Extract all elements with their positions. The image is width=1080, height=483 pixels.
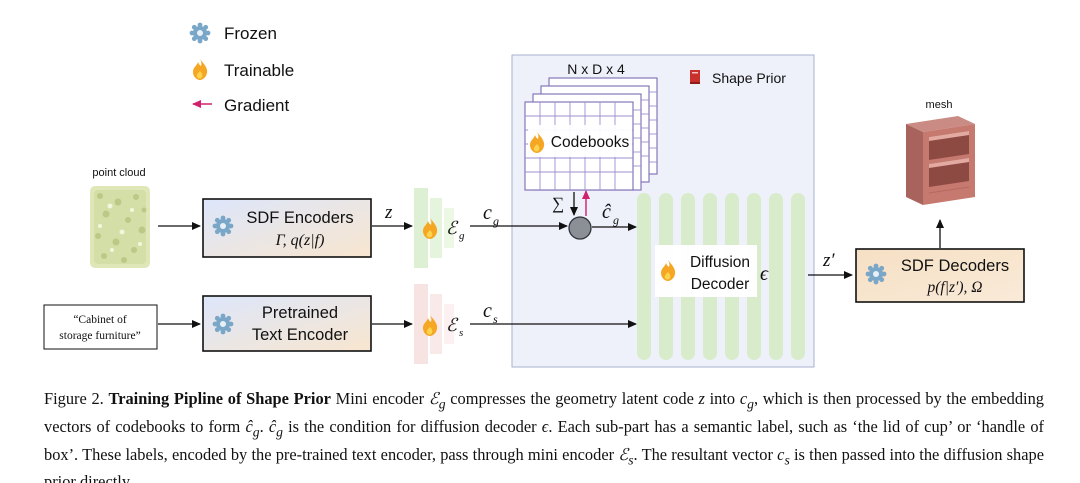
diffusion-epsilon-symbol: ϵ: [760, 263, 769, 285]
frozen-icon: [212, 313, 234, 335]
cg-hat-symbol: ĉ: [602, 201, 612, 223]
caption-label: Figure 2.: [44, 389, 104, 408]
codebook-dims-label: N x D x 4: [567, 61, 625, 77]
mini-encoder-s: ℰ s: [414, 284, 463, 364]
legend-gradient-label: Gradient: [224, 96, 289, 115]
sdf-encoders-box: SDF Encoders Γ, q(z|f): [202, 198, 372, 258]
text-encoder-line1: Pretrained: [262, 304, 338, 322]
sdf-encoders-title: SDF Encoders: [246, 209, 353, 227]
text-prompt: “Cabinet of storage furniture”: [43, 304, 158, 350]
book-icon: [690, 70, 700, 84]
cg-symbol: c: [483, 202, 492, 224]
cg-hat-subscript: g: [613, 213, 619, 227]
frozen-icon: [212, 215, 234, 237]
sum-symbol: ∑: [552, 194, 564, 213]
frozen-icon: [865, 263, 887, 285]
sdf-decoders-box: SDF Decoders p(f|z′), Ω: [855, 248, 1025, 303]
caption-title: Training Pipline of Shape Prior: [108, 389, 331, 408]
frozen-icon: [189, 22, 211, 44]
legend: Frozen Trainable Gradient: [189, 22, 294, 115]
sdf-decoders-formula: p(f|z′), Ω: [926, 279, 982, 296]
trainable-icon: [193, 59, 208, 80]
diffusion-decoder-line1: Diffusion: [690, 254, 750, 271]
mini-encoder-g: ℰ g: [414, 188, 465, 268]
text-encoder-box: Pretrained Text Encoder: [202, 295, 372, 352]
mini-encoder-g-subscript: g: [459, 230, 465, 242]
pipeline-diagram: Frozen Trainable Gradient point cloud “C…: [43, 22, 1025, 368]
diffusion-decoder-line2: Decoder: [691, 276, 750, 293]
point-cloud: [90, 186, 150, 268]
mini-encoder-s-subscript: s: [459, 327, 463, 339]
z-prime-symbol: z′: [822, 250, 835, 271]
cg-subscript: g: [493, 214, 499, 228]
codebooks: Codebooks: [524, 77, 658, 191]
cs-symbol: c: [483, 300, 492, 322]
cs-subscript: s: [493, 312, 498, 326]
text-encoder-line2: Text Encoder: [252, 326, 349, 344]
legend-frozen-label: Frozen: [224, 24, 277, 43]
mesh-cabinet: [906, 116, 975, 205]
figure-caption: Figure 2. Training Pipline of Shape Prio…: [44, 389, 1044, 483]
latent-z-label: z: [384, 202, 393, 223]
legend-trainable-label: Trainable: [224, 61, 294, 80]
mesh-label: mesh: [926, 99, 953, 111]
point-cloud-label: point cloud: [92, 167, 145, 179]
mini-encoder-s-symbol: ℰ: [446, 315, 459, 335]
sum-node: [568, 216, 592, 240]
sdf-encoders-formula: Γ, q(z|f): [275, 232, 325, 249]
codebooks-label: Codebooks: [551, 134, 630, 151]
text-prompt-line2: storage furniture”: [59, 330, 140, 342]
text-prompt-line1: “Cabinet of: [73, 314, 126, 326]
mini-encoder-g-symbol: ℰ: [446, 218, 459, 238]
shape-prior-title: Shape Prior: [712, 70, 786, 86]
diffusion-decoder: Diffusion Decoder ϵ: [637, 193, 805, 360]
sdf-decoders-title: SDF Decoders: [901, 257, 1009, 275]
